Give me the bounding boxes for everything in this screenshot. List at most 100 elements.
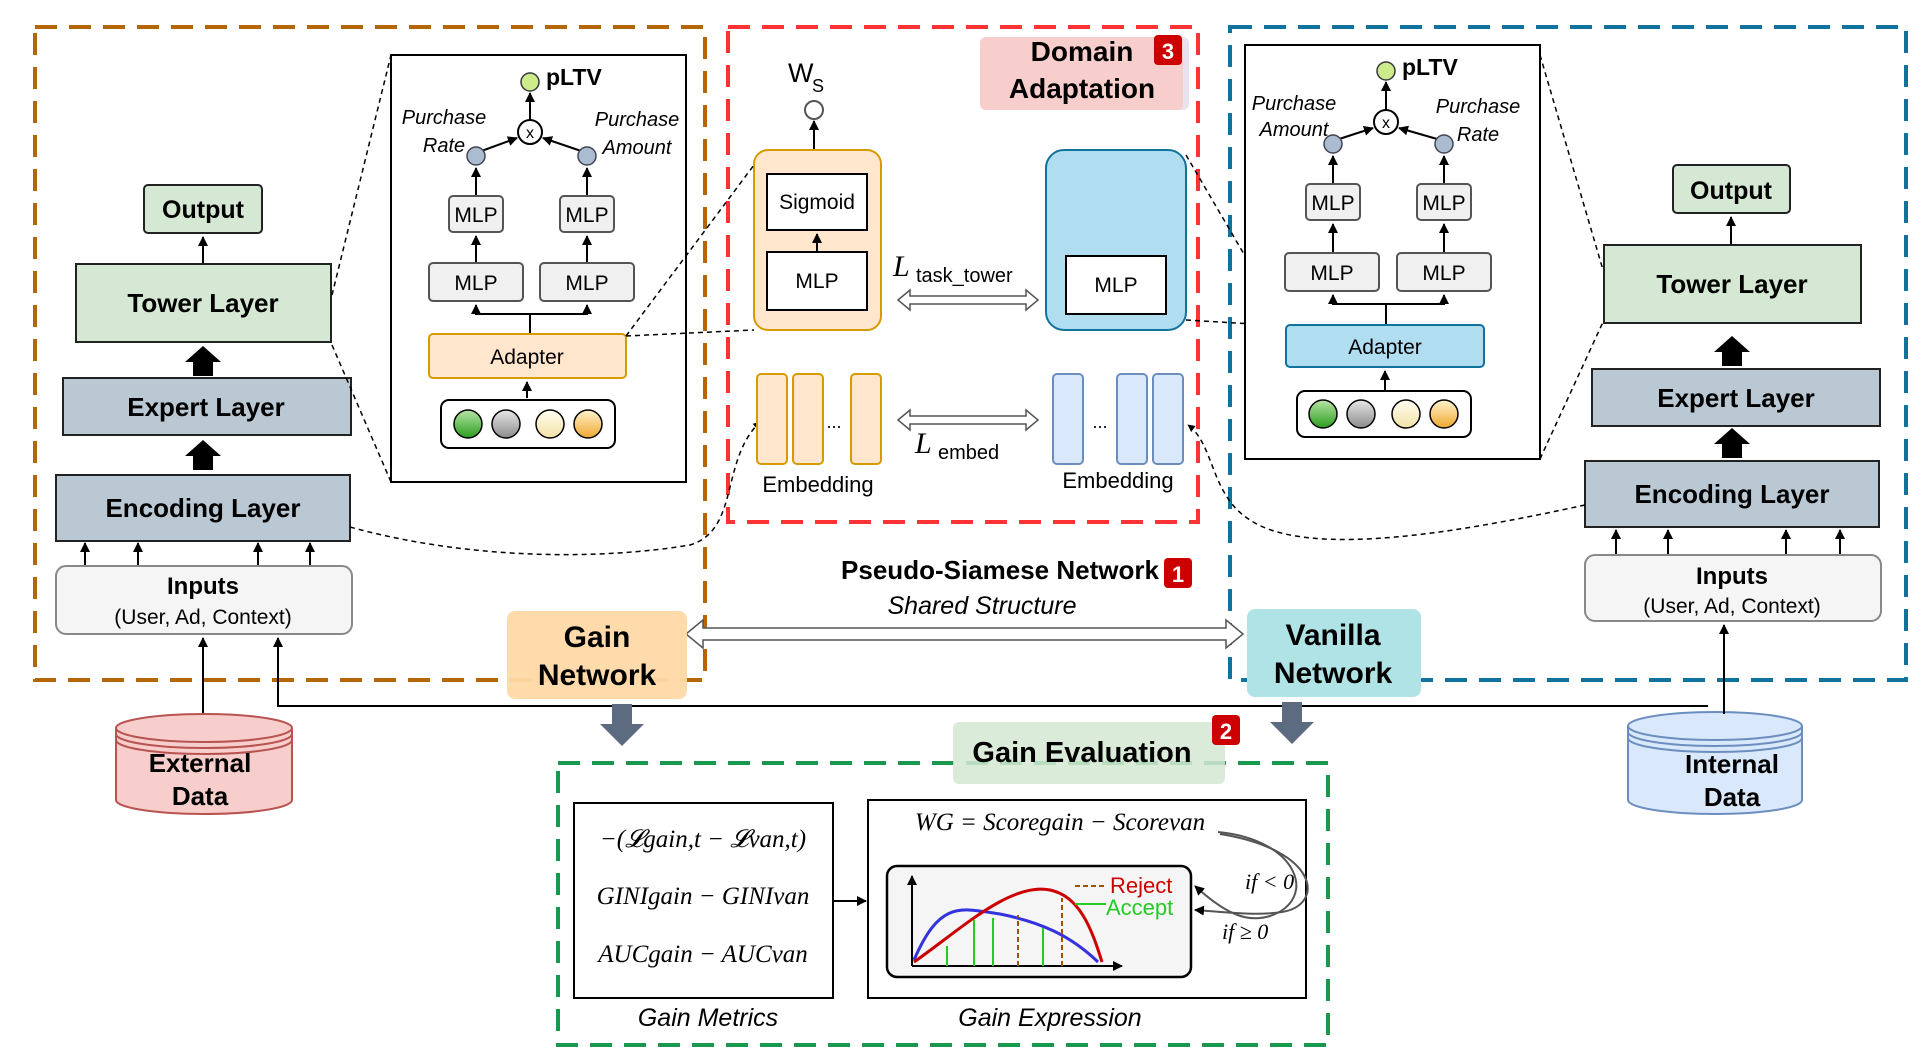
gain-evaluation: Gain Evaluation 2 −(𝓛gain,t − 𝓛van,t) GI… [573,715,1309,1032]
gain-network-l2: Network [538,659,657,692]
right-mlp-1: MLP [1311,192,1354,215]
source-embedding: ... [756,373,882,465]
vanilla-network-l1: Vanilla [1285,619,1380,652]
embed-double-arrow [896,408,1040,432]
external-label-2: Data [172,781,229,811]
left-mlp-2: MLP [565,204,608,227]
sigmoid-label: Sigmoid [779,191,855,214]
right-multiply-x: x [1382,115,1390,132]
red-curve [913,887,1104,964]
right-expert-layer [1591,368,1881,427]
gain-expression-label: Gain Expression [958,1004,1141,1032]
external-data-cylinder: External Data [115,713,293,815]
right-mlp-3: MLP [1310,262,1353,285]
left-amount-l2: Amount [602,137,673,159]
right-mlp-4: MLP [1422,262,1465,285]
gain-metrics-box [573,802,834,999]
internal-data-cylinder: Internal Data [1627,711,1803,815]
domain-number-badge: 3 [1162,39,1174,64]
if-geq-zero: if ≥ 0 [1222,919,1268,944]
accept-legend: Accept [1106,895,1173,920]
vanilla-network-badge [1247,609,1421,697]
blue-curve [912,908,1100,964]
left-amount-l1: Purchase [595,109,680,131]
pseudo-number-badge: 1 [1172,562,1184,587]
right-expert-label: Expert Layer [1657,383,1815,413]
pseudo-siamese-label: Pseudo-Siamese Network [841,555,1159,585]
target-embed-dots: ... [1092,412,1107,432]
right-tower-label: Tower Layer [1656,269,1807,299]
left-encoding-label: Encoding Layer [105,493,300,523]
shared-double-arrow [684,618,1245,650]
right-network: Output Tower Layer Expert Layer Encoding… [1584,164,1882,714]
right-tower-layer [1603,244,1862,324]
right-inputs-box [1584,554,1882,622]
if-less-than-zero: if < 0 [1245,869,1294,894]
right-inputs-sub: (User, Ad, Context) [1643,595,1820,618]
right-up-arrow-1 [1714,336,1750,366]
left-network: Output Tower Layer Expert Layer Encoding… [55,184,1708,716]
vanilla-network-region [1228,25,1908,682]
left-rate-l1: Purchase [402,107,487,129]
left-encoding-layer [55,474,351,542]
left-multiply-x: x [526,125,534,142]
left-output-label: Output [162,196,245,224]
left-pltv: pLTV [546,64,602,90]
ws-sub: S [812,76,824,96]
right-output-label: Output [1690,177,1773,205]
left-tower-layer [75,263,332,343]
right-rate-l1: Purchase [1436,96,1521,118]
left-inputs-sub: (User, Ad, Context) [114,606,291,629]
source-embed-dots: ... [826,412,841,432]
domain-label-1: Domain [1031,36,1134,67]
right-amount-l2: Amount [1259,119,1330,141]
left-mlp-1: MLP [454,204,497,227]
target-mlp-label: MLP [1094,274,1137,297]
right-amount-l1: Purchase [1252,93,1337,115]
gain-expression-formula: WG = Scoregain − Scorevan [915,809,1205,836]
right-adapter: Adapter [1348,336,1422,359]
gain-network-badge [507,611,687,699]
left-inputs-box [55,565,353,635]
left-tower-label: Tower Layer [127,288,278,318]
right-encoding-layer [1584,460,1880,528]
left-expert-label: Expert Layer [127,392,285,422]
task-tower-double-arrow [896,288,1040,312]
right-output-box [1672,164,1791,214]
right-inputs-label: Inputs [1696,563,1768,590]
left-inputs-label: Inputs [167,573,239,600]
internal-label-1: Internal [1685,749,1779,779]
metric-auc: AUCgain − AUCvan [596,941,807,968]
mini-chart-frame [885,864,1193,979]
external-label-1: External [149,748,252,778]
domain-label-2: Adaptation [1009,73,1155,104]
gain-eval-title: Gain Evaluation [972,737,1191,769]
shared-structure-label: Shared Structure [888,592,1077,620]
loss-embed-sub: embed [938,442,999,464]
right-mlp-2: MLP [1422,192,1465,215]
source-mlp-label: MLP [795,270,838,293]
gain-evaluation-region [556,761,1330,1047]
left-rate-l2: Rate [423,135,465,157]
right-pltv: pLTV [1402,54,1458,80]
internal-label-2: Data [1704,782,1761,812]
gain-down-arrow [600,704,644,746]
loss-embed-label: L [914,427,932,460]
reject-legend: Reject [1110,873,1172,898]
ws-label: W [788,58,814,88]
left-output-box [143,184,263,234]
left-expert-layer [62,377,352,436]
domain-adaptation: Domain Adaptation 3 W S Sigmoid MLP MLP … [753,35,1189,497]
source-embedding-label: Embedding [762,472,873,497]
vanilla-down-arrow [1270,702,1314,744]
gain-network-l1: Gain [564,621,631,654]
left-up-arrow-1 [185,346,221,376]
right-detail-panel: pLTV x Purchase Amount Purchase Rate MLP… [1244,44,1541,460]
right-encoding-label: Encoding Layer [1634,479,1829,509]
loss-task-label: L [892,250,910,283]
gain-metrics-label: Gain Metrics [638,1004,778,1032]
target-embedding-label: Embedding [1062,468,1173,493]
vanilla-network-l2: Network [1274,657,1393,690]
right-rate-l2: Rate [1457,124,1499,146]
